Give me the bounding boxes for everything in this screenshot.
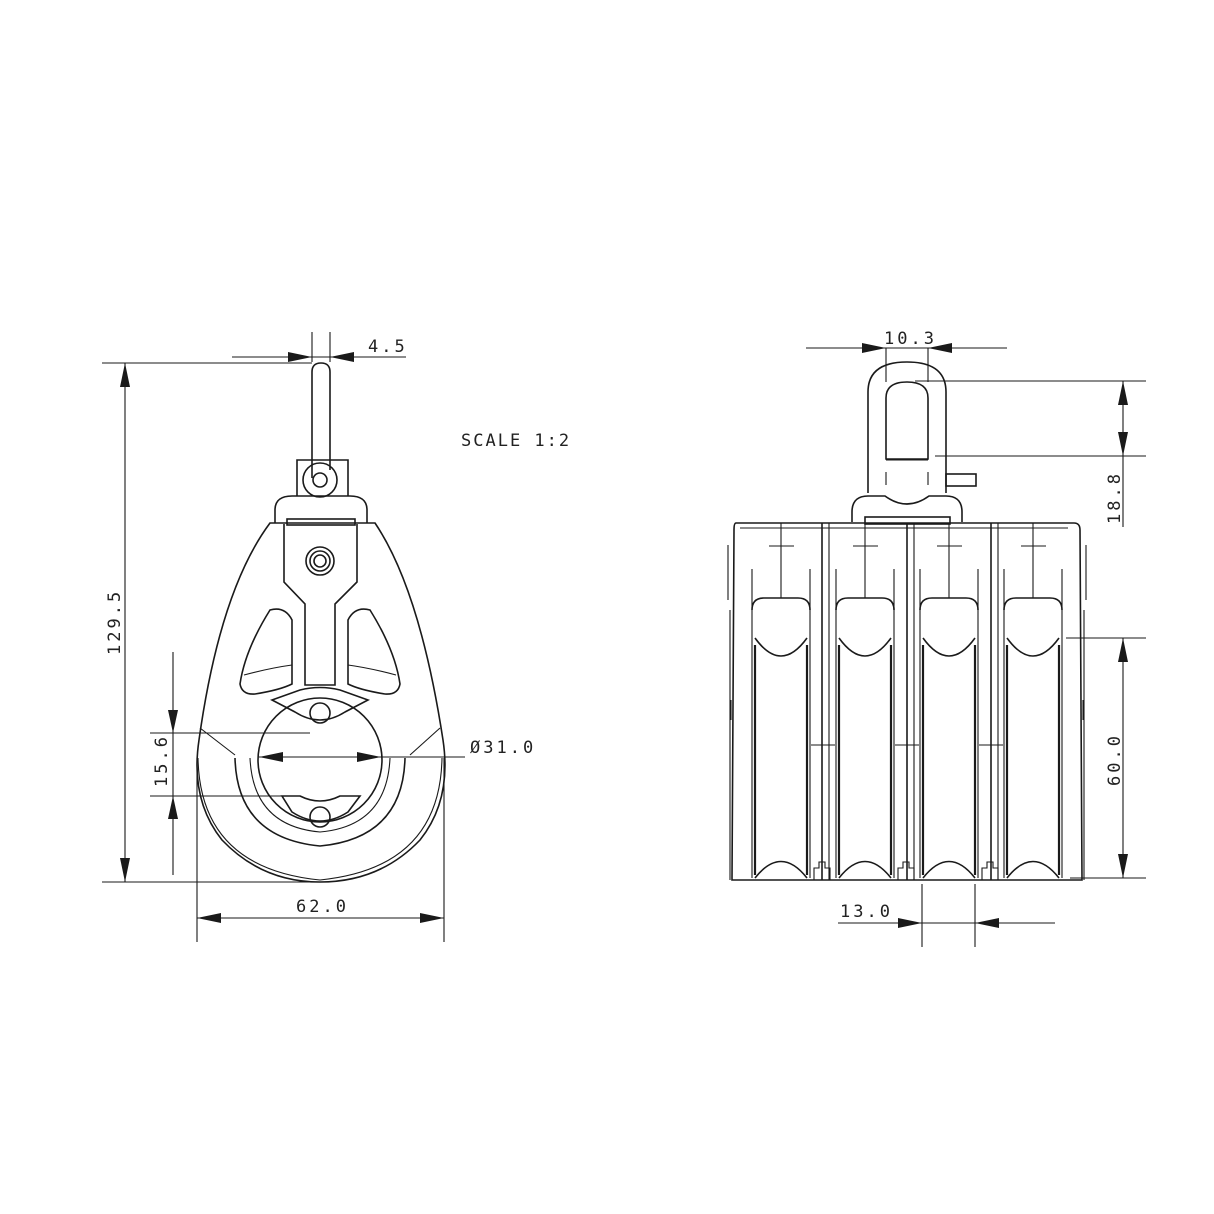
dim-sheave-height: 60.0 bbox=[1105, 733, 1125, 786]
sheave-3 bbox=[919, 523, 979, 879]
front-view-sheaves bbox=[751, 523, 1063, 880]
front-view-dimensions: 10.3 18.8 60.0 13.0 bbox=[806, 329, 1146, 947]
dim-pin-spacing: 15.6 bbox=[152, 734, 172, 787]
sheave-2 bbox=[835, 523, 895, 879]
dim-shackle-width: 4.5 bbox=[368, 337, 408, 357]
scale-label: SCALE 1:2 bbox=[461, 431, 571, 451]
dim-shackle-width: 10.3 bbox=[884, 329, 937, 349]
side-view-dimensions: 4.5 129.5 15.6 Ø31.0 62.0 bbox=[102, 332, 536, 942]
side-view bbox=[196, 362, 446, 883]
dim-sheave-pitch: 13.0 bbox=[840, 902, 893, 922]
sheave-4 bbox=[1003, 523, 1063, 879]
dim-block-width: 62.0 bbox=[296, 897, 349, 917]
sheave-1 bbox=[751, 523, 811, 879]
dim-sheave-diameter: Ø31.0 bbox=[470, 738, 536, 758]
separator-details bbox=[811, 744, 1003, 880]
dim-overall-height: 129.5 bbox=[105, 589, 125, 655]
dim-shackle-opening: 18.8 bbox=[1105, 471, 1125, 524]
front-view bbox=[727, 361, 1087, 881]
